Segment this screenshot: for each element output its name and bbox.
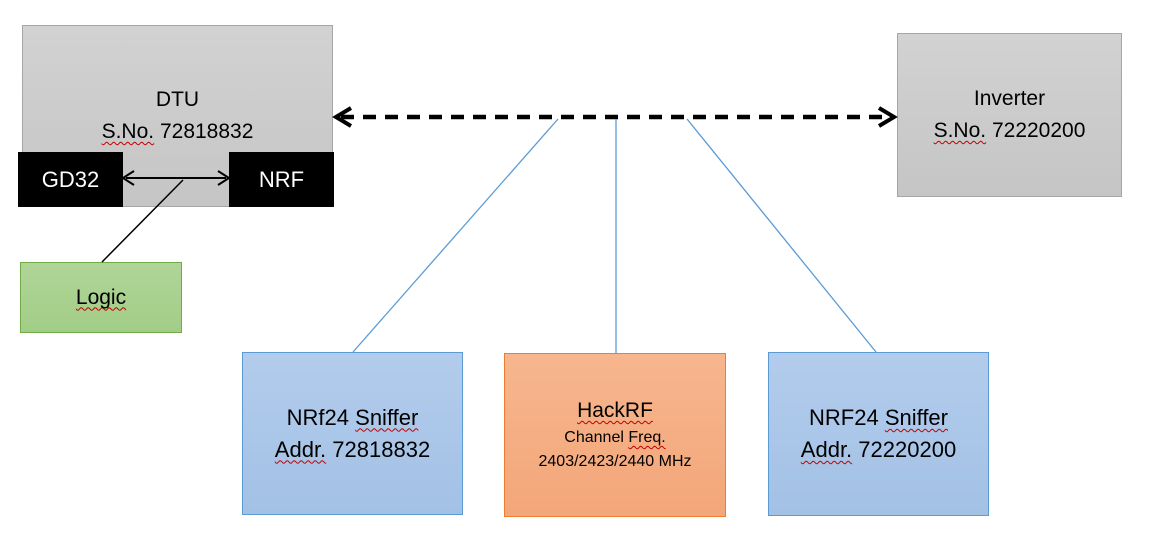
hackrf-box: HackRF Channel Freq. 2403/2423/2440 MHz — [504, 353, 726, 517]
dtu-serial-value: 72818832 — [159, 120, 254, 143]
sniffer-right-name-word: Sniffer — [884, 405, 948, 430]
arrowhead-left-icon — [332, 106, 353, 128]
sniffer-left-addr-value: 72818832 — [332, 436, 431, 462]
inverter-box: Inverter S.No. 72220200 — [897, 33, 1122, 197]
inverter-title: Inverter — [973, 87, 1046, 110]
link-to-sniffer-right — [686, 118, 877, 353]
sniffer-right-addr: Addr. 72220200 — [801, 434, 956, 466]
dashed-link-dtu-inverter — [332, 106, 898, 128]
sniffer-right-box: NRF24 Sniffer Addr. 72220200 — [768, 352, 989, 516]
nrf-label: NRF — [258, 166, 305, 192]
hackrf-title: HackRF — [577, 399, 653, 422]
logic-label: Logic — [75, 285, 127, 309]
dtu-serial: S.No. 72818832 — [102, 116, 254, 148]
nrf-box: NRF — [229, 152, 334, 207]
sniffer-left-name-word: Sniffer — [355, 404, 419, 430]
hackrf-freq-word: Freq. — [628, 429, 666, 446]
link-to-sniffer-left — [352, 118, 559, 353]
logic-box: Logic — [20, 262, 182, 333]
inverter-serial-label: S.No. — [933, 119, 987, 142]
sniffer-left-name: NRf24 Sniffer — [287, 402, 419, 434]
dtu-title: DTU — [155, 88, 200, 111]
sniffer-left-box: NRf24 Sniffer Addr. 72818832 — [242, 352, 463, 515]
sniffer-right-name: NRF24 Sniffer — [809, 402, 948, 434]
sniffer-left-name-prefix: NRf24 — [286, 404, 350, 430]
sniffer-right-name-prefix: NRF24 — [809, 405, 879, 430]
sniffer-left-addr: Addr. 72818832 — [275, 434, 430, 466]
sniffer-left-addr-label: Addr. — [274, 436, 327, 462]
dtu-serial-label: S.No. — [101, 120, 155, 143]
sniffer-right-addr-label: Addr. — [800, 437, 853, 462]
gd32-label: GD32 — [41, 166, 100, 192]
gd32-box: GD32 — [18, 152, 123, 207]
inverter-serial-value: 72220200 — [991, 119, 1086, 142]
hackrf-freq-label: Channel Freq. — [564, 426, 665, 450]
inverter-serial: S.No. 72220200 — [934, 115, 1086, 147]
arrowhead-right-icon — [877, 106, 898, 128]
hackrf-freq-prefix: Channel — [564, 429, 624, 446]
hackrf-freq-values: 2403/2423/2440 MHz — [538, 453, 692, 470]
sniffer-right-addr-value: 72220200 — [858, 437, 957, 462]
